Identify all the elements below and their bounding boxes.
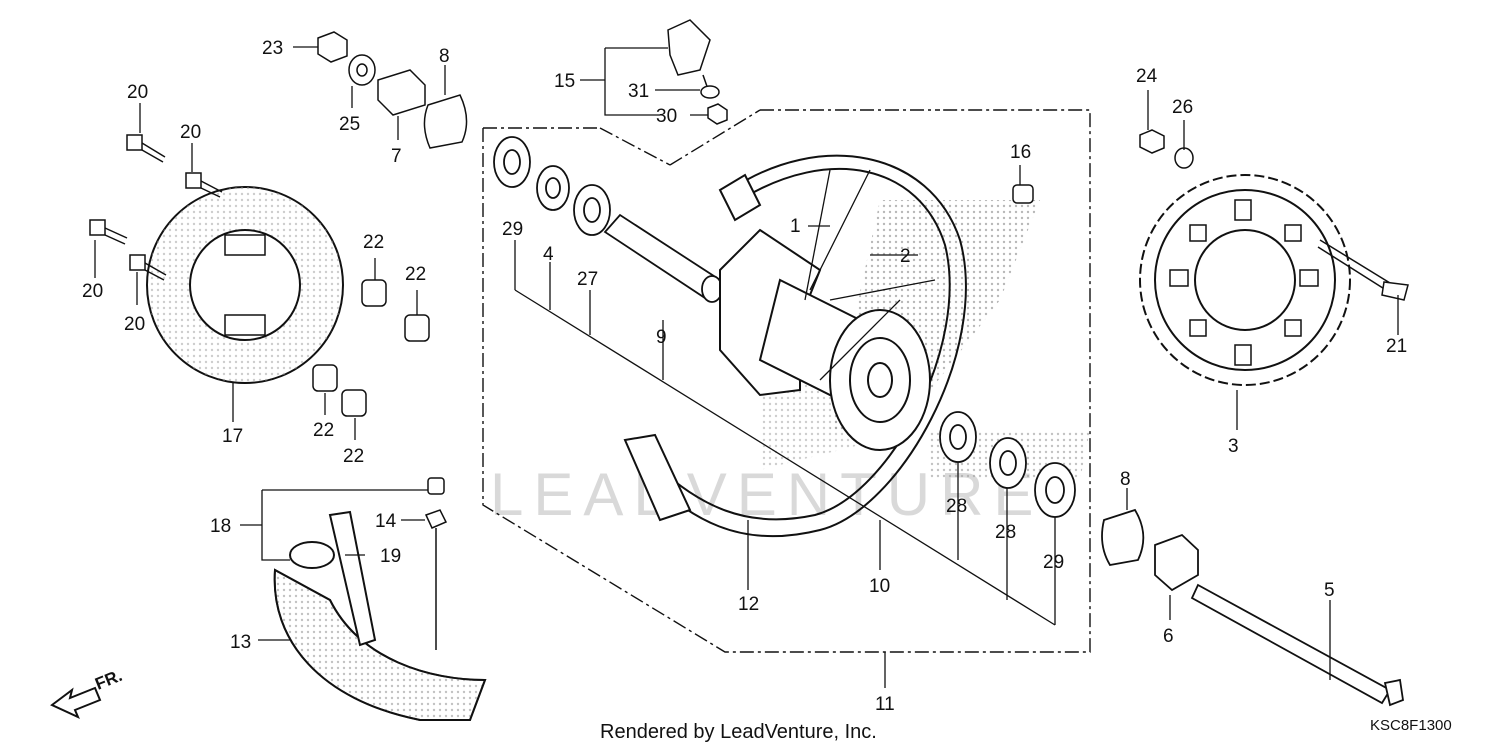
callout-27: 27 xyxy=(577,269,598,290)
callout-29-b: 29 xyxy=(1043,552,1064,573)
callout-31: 31 xyxy=(628,81,649,102)
sprocket-hardware xyxy=(1139,129,1409,301)
callout-19: 19 xyxy=(380,546,401,567)
brake-disk-icon xyxy=(146,186,344,384)
callout-22-d: 22 xyxy=(343,446,364,467)
arrow-left-icon xyxy=(50,686,102,719)
callout-7: 7 xyxy=(391,146,402,167)
callout-20-a: 20 xyxy=(127,82,148,103)
diagram-code: KSC8F1300 xyxy=(1370,717,1452,734)
rim-lock-icon xyxy=(667,19,728,125)
callout-24: 24 xyxy=(1136,66,1158,87)
callout-17: 17 xyxy=(222,426,243,447)
callout-20-b: 20 xyxy=(180,122,201,143)
fr-label: FR. xyxy=(92,666,125,694)
callout-26: 26 xyxy=(1172,97,1193,118)
callout-20-d: 20 xyxy=(124,314,145,335)
callout-20-c: 20 xyxy=(82,281,103,302)
callout-labels: 1 2 3 4 5 6 7 8 8 9 10 11 12 13 14 15 16… xyxy=(82,38,1407,715)
sprocket-icon xyxy=(1139,174,1351,386)
leader-lines xyxy=(94,46,1399,688)
axle-assembly xyxy=(1101,508,1404,707)
callout-11: 11 xyxy=(875,694,895,715)
bearing-icon xyxy=(493,136,1076,518)
callout-2: 2 xyxy=(900,246,911,267)
valve-cap-icon xyxy=(1012,184,1034,204)
callout-16: 16 xyxy=(1010,142,1031,163)
callout-3: 3 xyxy=(1228,436,1239,457)
collar-nut-icon xyxy=(312,279,430,417)
tire-icon xyxy=(273,510,487,721)
callout-6: 6 xyxy=(1163,626,1174,647)
callout-13: 13 xyxy=(230,632,251,653)
assembly-boundary xyxy=(482,109,1091,653)
callout-1: 1 xyxy=(790,216,801,237)
callout-23: 23 xyxy=(262,38,283,59)
bolt-icon xyxy=(89,134,223,281)
callout-15: 15 xyxy=(554,71,575,92)
callout-22-c: 22 xyxy=(313,420,334,441)
callout-12: 12 xyxy=(738,594,759,615)
callout-21: 21 xyxy=(1386,336,1407,357)
top-hardware xyxy=(317,31,468,149)
callout-22-a: 22 xyxy=(363,232,384,253)
callout-28-b: 28 xyxy=(995,522,1016,543)
callout-8-right: 8 xyxy=(1120,469,1131,490)
callout-14: 14 xyxy=(375,511,397,532)
callout-22-b: 22 xyxy=(405,264,426,285)
callout-10: 10 xyxy=(869,576,890,597)
credit-text: Rendered by LeadVenture, Inc. xyxy=(600,721,877,743)
callout-4: 4 xyxy=(543,244,554,265)
callout-8-top: 8 xyxy=(439,46,450,67)
callout-9: 9 xyxy=(656,327,667,348)
callout-29-a: 29 xyxy=(502,219,523,240)
callout-18: 18 xyxy=(210,516,231,537)
callout-5: 5 xyxy=(1324,580,1335,601)
callout-25: 25 xyxy=(339,114,360,135)
spacer-icon xyxy=(603,213,723,303)
hub-icon xyxy=(719,228,931,451)
callout-28-a: 28 xyxy=(946,496,967,517)
callout-30: 30 xyxy=(656,106,677,127)
front-direction-indicator: FR. xyxy=(50,666,125,719)
spoke-icon xyxy=(804,169,936,381)
valve-core-icon xyxy=(424,477,448,650)
